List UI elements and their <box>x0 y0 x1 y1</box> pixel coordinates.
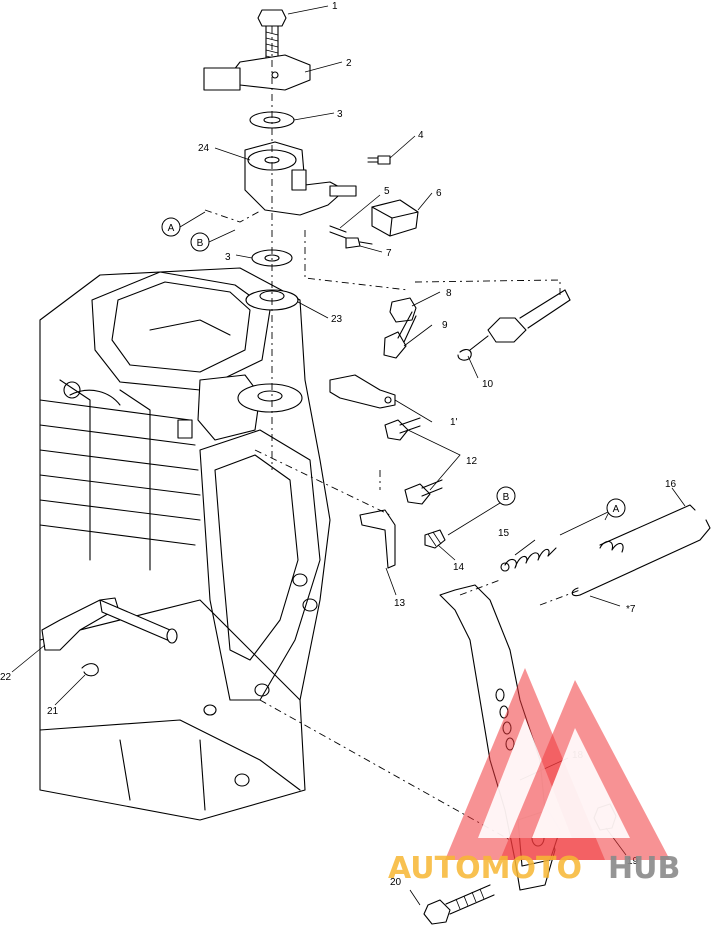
callout-10: 10 <box>482 379 494 390</box>
engine-block <box>39 267 331 821</box>
callout-1: 1 <box>332 1 338 12</box>
watermark-part-1: AUTOMOTO <box>388 851 582 886</box>
automotohub-watermark: AUTOMOTO HUB <box>388 668 680 886</box>
callout-6: 6 <box>436 188 442 199</box>
callout-9: 9 <box>442 320 448 331</box>
callout-16: 16 <box>665 479 677 490</box>
callout-3-lower: 3 <box>225 252 231 263</box>
callout-7: 7 <box>386 248 392 259</box>
callout-23: 23 <box>331 314 343 325</box>
callout-22: 22 <box>0 672 12 683</box>
callout-15: 15 <box>498 528 510 539</box>
reference-marker-b-lower: B <box>496 486 516 506</box>
marker-label: B <box>503 492 510 503</box>
marker-label: B <box>197 238 204 249</box>
callout-2: 2 <box>346 58 352 69</box>
callout-13: 13 <box>394 598 406 609</box>
callout-3: 3 <box>337 109 343 120</box>
callout-17: *7 <box>626 604 636 615</box>
callout-24: 24 <box>198 143 210 154</box>
callout-21: 21 <box>47 706 59 717</box>
marker-label: A <box>168 223 175 234</box>
callout-1-prime: 1' <box>450 417 458 428</box>
callout-19: 19 <box>627 856 639 867</box>
callout-12: 12 <box>466 456 478 467</box>
callout-14: 14 <box>453 562 465 573</box>
callout-20: 20 <box>390 877 402 888</box>
callout-labels: 1 2 3 24 4 5 6 7 3 23 8 9 10 1' 12 13 14… <box>0 1 677 888</box>
callout-8: 8 <box>446 288 452 299</box>
reference-marker-a-lower: A <box>606 498 626 518</box>
reference-marker-b-upper: B <box>190 232 210 252</box>
callout-4: 4 <box>418 130 424 141</box>
reference-marker-a-upper: A <box>161 217 181 237</box>
watermark-part-2: HUB <box>608 851 680 886</box>
marker-label: A <box>613 504 620 515</box>
callout-5: 5 <box>384 186 390 197</box>
